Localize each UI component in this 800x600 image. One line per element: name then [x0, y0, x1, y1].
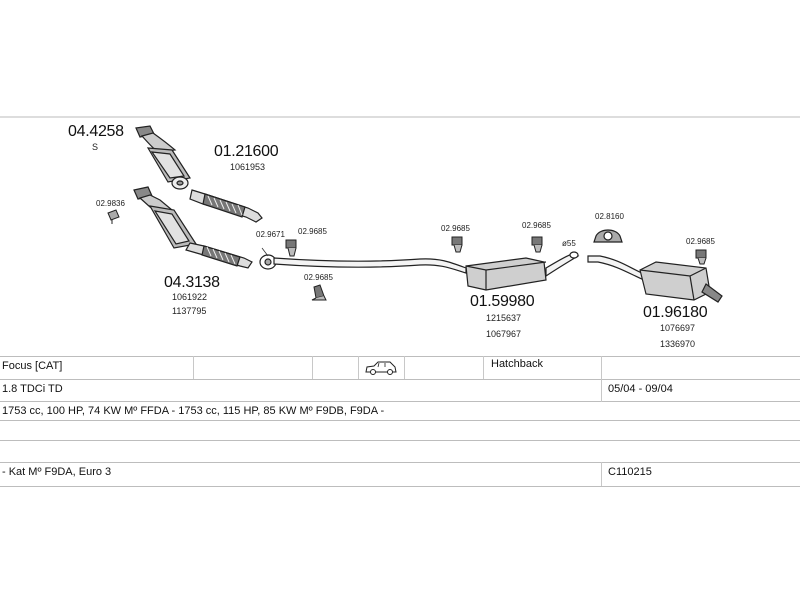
- part-ref1-04-3138: 1061922: [172, 292, 208, 302]
- bracket-02-9836: [107, 209, 120, 224]
- code-cell: C110215: [608, 466, 652, 478]
- table-line-2: [0, 379, 800, 380]
- mount-02-8160: [593, 229, 623, 243]
- part-number-01-59980: 01.59980: [470, 293, 535, 310]
- part-ref-01-21600: 1061953: [230, 162, 266, 172]
- clamp-02-9685-a: [285, 239, 297, 257]
- front-catalyst-upper: [135, 125, 191, 190]
- part-number-04-4258: 04.4258: [68, 123, 124, 140]
- part-number-02-9685-b: 02.9685: [304, 273, 333, 282]
- flex-pipe-upper: [189, 189, 263, 223]
- part-number-01-21600: 01.21600: [214, 143, 279, 160]
- part-sub-04-4258: S: [92, 142, 99, 152]
- rear-silencer: [639, 261, 723, 303]
- car-icon: [364, 360, 398, 376]
- hanger-02-9685-e: [695, 249, 707, 265]
- part-number-02-9685-d: 02.9685: [522, 221, 551, 230]
- part-ref1-01-59980: 1215637: [486, 313, 522, 323]
- table-line-3: [0, 401, 800, 402]
- engine-cell: 1.8 TDCi TD: [2, 383, 63, 395]
- clamp-02-9685-b: [311, 284, 327, 301]
- col-divider-5: [483, 356, 484, 379]
- part-number-02-9685-a: 02.9685: [298, 227, 327, 236]
- table-line-4: [0, 420, 800, 421]
- notes-cell: - Kat Mº F9DA, Euro 3: [2, 466, 112, 478]
- pipe-diameter-label: ø55: [562, 239, 576, 248]
- hanger-02-9685-d: [531, 236, 543, 253]
- table-line-6: [0, 462, 800, 463]
- part-number-02-9836: 02.9836: [96, 199, 125, 208]
- col-divider-3: [358, 356, 359, 379]
- part-number-02-9671: 02.9671: [256, 230, 285, 239]
- part-ref1-01-96180: 1076697: [660, 323, 696, 333]
- part-ref2-01-96180: 1336970: [660, 339, 696, 349]
- col-divider-1: [193, 356, 194, 379]
- specs-cell: 1753 cc, 100 HP, 74 KW Mº FFDA - 1753 cc…: [2, 405, 385, 417]
- table-line-1: [0, 356, 800, 357]
- period-cell: 05/04 - 09/04: [608, 383, 673, 395]
- body-type-cell: Hatchback: [491, 358, 543, 370]
- part-ref2-04-3138: 1137795: [172, 306, 207, 316]
- part-ref2-01-59980: 1067967: [486, 329, 522, 339]
- gasket-02-9671: [259, 247, 277, 270]
- front-catalyst-lower: [133, 186, 253, 269]
- part-number-02-9685-c: 02.9685: [441, 224, 470, 233]
- part-number-04-3138: 04.3138: [164, 274, 220, 291]
- middle-pipe: [273, 257, 467, 274]
- col-divider-4: [404, 356, 405, 379]
- part-number-02-8160: 02.8160: [595, 212, 624, 221]
- col-divider-6: [601, 356, 602, 402]
- rear-pipe: [587, 255, 645, 281]
- col-divider-7: [601, 462, 602, 486]
- middle-silencer: [465, 251, 580, 291]
- table-line-7: [0, 486, 800, 487]
- part-number-02-9685-e: 02.9685: [686, 237, 715, 246]
- model-cell: Focus [CAT]: [2, 360, 63, 372]
- part-number-01-96180: 01.96180: [643, 304, 708, 321]
- col-divider-2: [312, 356, 313, 379]
- table-line-5: [0, 440, 800, 441]
- hanger-02-9685-c: [451, 236, 463, 253]
